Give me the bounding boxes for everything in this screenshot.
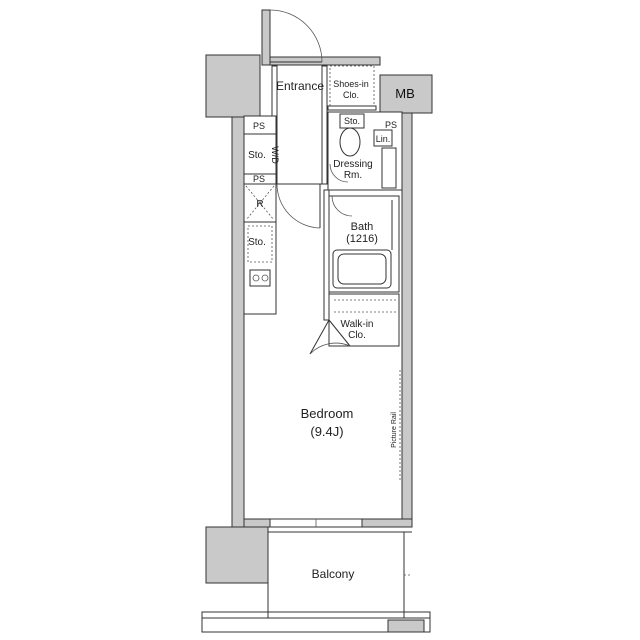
- room-labels: Entrance Shoes-in Clo. MB PS PS PS Sto. …: [248, 79, 415, 581]
- ps-upper-left-label: PS: [253, 121, 265, 131]
- toilet: [339, 127, 361, 157]
- bottom-wall-right: [361, 518, 413, 528]
- left-wall: [231, 56, 245, 528]
- walkin-closet-area: [328, 293, 400, 347]
- entrance-jamb: [261, 9, 271, 66]
- entrance-label: Entrance: [276, 79, 324, 93]
- shoes-in-closet-label-2: Clo.: [343, 90, 359, 100]
- left-service-stack: [243, 115, 277, 315]
- top-wall: [261, 56, 381, 66]
- column-lower-left: [205, 526, 269, 584]
- w-d-label: W/D: [270, 146, 280, 164]
- ps-upper-right-label: PS: [385, 120, 397, 130]
- mb-label: MB: [395, 86, 415, 101]
- picture-rail-label: Picture Rail: [391, 412, 398, 448]
- column-upper-left: [205, 54, 261, 118]
- partition-entrance-right: [321, 65, 328, 185]
- stove: [249, 269, 271, 287]
- lin-label: Lin.: [376, 134, 391, 144]
- bedroom-label-1: Bedroom: [301, 406, 354, 421]
- walkin-door: [309, 319, 351, 355]
- balcony-label: Balcony: [312, 567, 355, 581]
- sto-toilet-label: Sto.: [344, 116, 360, 126]
- balcony-area: [201, 531, 431, 633]
- dressing-label-2: Rm.: [344, 170, 362, 181]
- sto-left-label: Sto.: [248, 150, 266, 161]
- bottom-wall-left: [243, 518, 271, 528]
- entrance-door: [269, 9, 323, 63]
- corridor-door: [276, 183, 324, 229]
- bath-label-1: Bath: [351, 221, 374, 233]
- right-wall: [401, 112, 413, 524]
- bath-label-2: (1216): [346, 233, 378, 245]
- walkin-closet-label-1: Walk-in: [341, 319, 374, 330]
- bedroom-label-2: (9.4J): [310, 424, 343, 439]
- walkin-closet-label-2: Clo.: [348, 330, 366, 341]
- sto-kitchen-label: Sto.: [248, 237, 266, 248]
- shoes-in-closet: [327, 65, 377, 111]
- dressing-label-1: Dressing: [333, 159, 372, 170]
- partition-bath-left: [323, 189, 330, 321]
- balcony-door: [270, 518, 362, 528]
- shoes-in-closet-label-1: Shoes-in: [333, 79, 369, 89]
- refrigerator-label: R: [256, 199, 263, 210]
- mb-shaft: [379, 74, 433, 114]
- ps-lower-left-label: PS: [253, 174, 265, 184]
- toilet-area: [327, 111, 403, 191]
- bath-area: [328, 195, 400, 293]
